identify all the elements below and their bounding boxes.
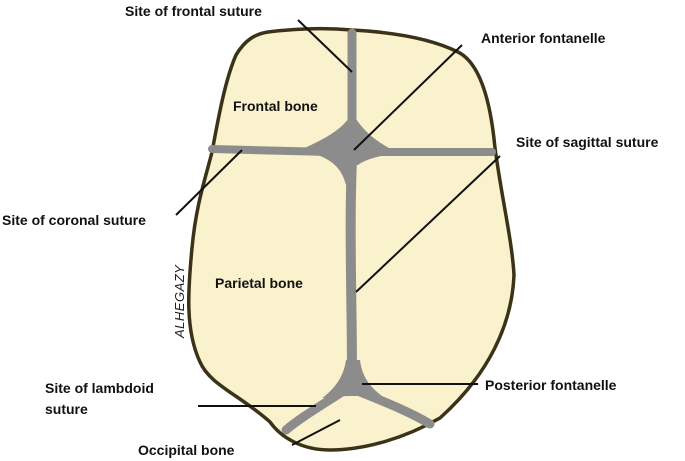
- author-signature: ALHEGAZY: [172, 264, 187, 339]
- anterior-fontanelle: [300, 112, 400, 185]
- leader-occipital-bone: [291, 419, 341, 446]
- sagittal-suture-line: [345, 155, 357, 380]
- leader-frontal-suture: [297, 19, 353, 73]
- leader-coronal-suture: [175, 149, 243, 216]
- lambdoid-suture-label-line2: suture: [45, 401, 88, 417]
- posterior-fontanelle-label: Posterior fontanelle: [485, 377, 617, 393]
- leader-lines: [175, 19, 501, 446]
- anterior-fontanelle-label: Anterior fontanelle: [481, 30, 606, 46]
- occipital-bone-label: Occipital bone: [138, 442, 235, 458]
- posterior-fontanelle: [322, 360, 388, 400]
- leader-sagittal-suture: [355, 155, 501, 293]
- frontal-bone-label: Frontal bone: [233, 98, 318, 114]
- leader-anterior-fontanelle: [353, 44, 463, 151]
- frontal-suture-label: Site of frontal suture: [125, 3, 262, 19]
- parietal-bone-label: Parietal bone: [215, 275, 303, 291]
- coronal-suture-label: Site of coronal suture: [2, 212, 146, 228]
- lambdoid-suture-label-line1: Site of lambdoid: [45, 380, 154, 396]
- sagittal-suture-label: Site of sagittal suture: [516, 134, 659, 150]
